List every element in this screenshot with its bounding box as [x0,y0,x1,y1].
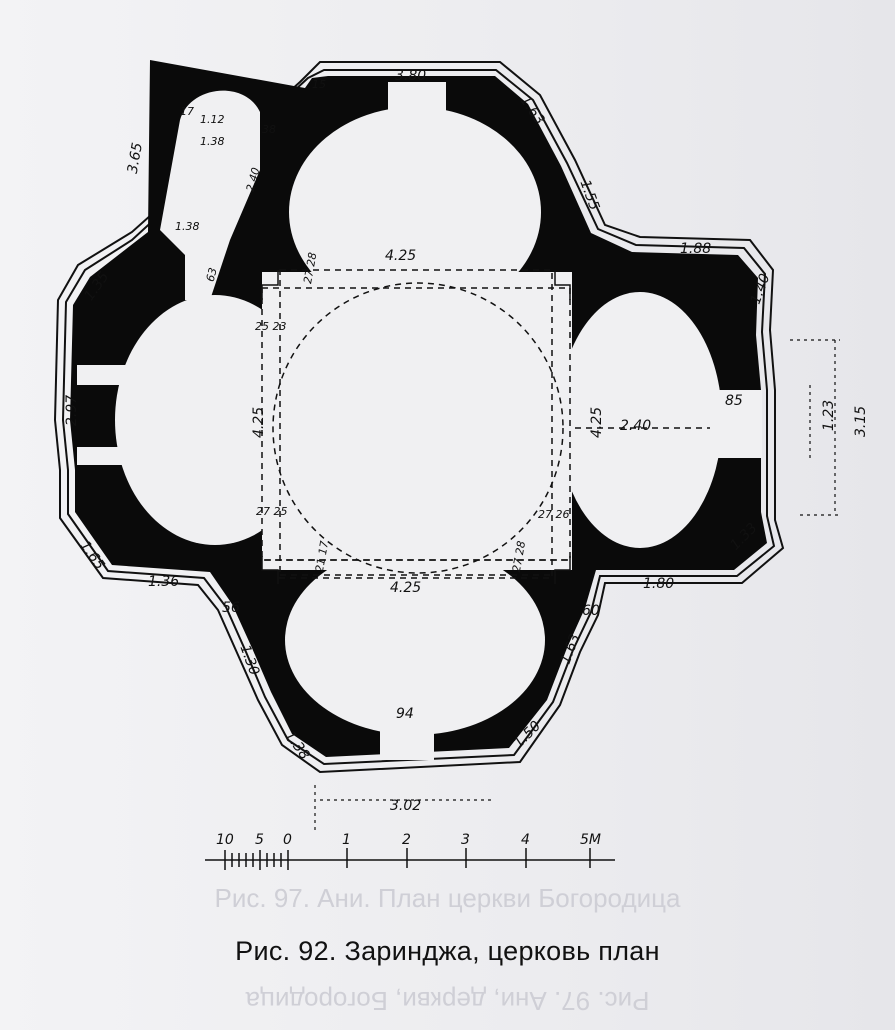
dim-lr-27-28: 27 28 [510,540,528,573]
interior-spaces [77,82,762,760]
outer-outline [53,61,785,774]
scale-label-4: 4 [521,832,530,848]
dim-ll-21-17: 21 17 [313,540,331,573]
scale-label-5m: 5M [580,832,601,848]
dim-ll-27-25: 27 25 [256,505,288,518]
dimension-labels: 3.80 4.25 4.25 4.25 4.25 2.40 85 1.23 3.… [64,68,869,814]
dim-center-top: 4.25 [385,248,416,264]
dim-lr-27-26: 27 26 [538,508,570,521]
scale-label-5: 5 [255,832,264,848]
dim-small-15: 15 [312,78,326,91]
dim-ur-27-28: 27 28 [301,251,319,284]
dim-bottom-opening: 94 [396,706,414,722]
dim-chapel-long: 3.65 [125,141,146,175]
chapel-walls [150,62,178,225]
dim-small-38: 38 [262,123,276,136]
scale-label-1: 1 [342,832,351,848]
dim-right-apse-depth: 2.40 [620,418,651,434]
dim-chapel-w1: 1.12 [200,113,225,126]
dim-bottom-width: 3.02 [390,798,421,814]
dim-right-inner: 1.23 [821,400,837,431]
bleed-through-text: Рис. 97. Ани. План церкви Богородица [214,883,681,913]
figure-caption: Рис. 92. Заринджа, церковь план [235,936,660,966]
right-dimension-lines [314,339,840,830]
dim-chapel-63: 63 [204,266,220,283]
dim-chapel-len: 2.40 [244,166,263,193]
dim-chapel-w3: 1.38 [175,220,200,233]
scale-labels: 10 5 0 1 2 3 4 5M [216,832,601,848]
scale-bar [205,848,615,870]
solid-inner-lines [261,270,571,584]
dim-top-width: 3.80 [395,68,426,84]
dim-center-bottom: 4.25 [390,580,421,596]
scale-label-2: 2 [402,832,411,848]
dim-chapel-w2: 1.38 [200,135,225,148]
dim-left-height: 2.97 [64,395,80,426]
dim-right-bottom: 1.80 [643,576,674,592]
dim-upper-right-2: 1.55 [576,178,602,213]
dim-right-top: 1.88 [680,241,711,257]
bleed-through-text-mirrored: Рис. 97. Ани, деркви, Богородица [245,986,650,1016]
dim-right-height: 3.15 [853,406,869,437]
scale-label-0: 0 [283,832,292,848]
scale-label-3: 3 [461,832,470,848]
scale-label-10: 10 [216,832,234,848]
dim-small-17: 17 [180,105,194,118]
dim-center-right: 4.25 [589,407,605,438]
dim-center-left: 4.25 [251,407,267,438]
dim-lower-56: 56 [222,600,240,616]
construction-lines [261,269,710,579]
dim-ul-25-23: 25 23 [255,320,287,333]
dim-left-bottom: 1.36 [148,574,179,590]
dim-right-opening: 85 [725,393,743,409]
dim-lower-60: 60 [582,603,600,619]
